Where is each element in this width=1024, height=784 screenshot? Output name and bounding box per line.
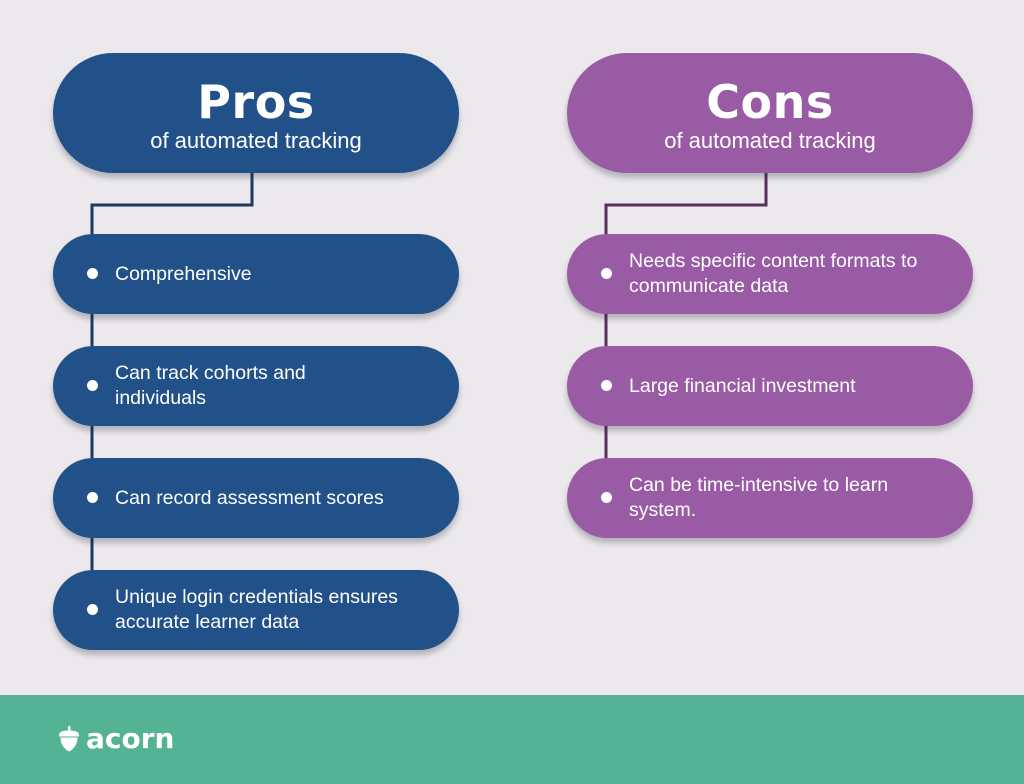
pros-item: Can track cohorts and individuals (53, 346, 459, 426)
bullet-icon (87, 604, 98, 615)
acorn-icon (59, 726, 79, 752)
cons-item-text: Large financial investment (629, 374, 856, 397)
cons-header: Cons of automated tracking (567, 53, 973, 173)
pros-item-text: Comprehensive (115, 262, 252, 285)
bullet-icon (601, 380, 612, 391)
cons-connector (604, 170, 768, 500)
bullet-icon (601, 492, 612, 503)
cons-item: Needs specific content formats to commun… (567, 234, 973, 314)
cons-title: Cons (706, 75, 834, 129)
cons-item-text: Can be time-intensive to learn system. (629, 474, 889, 521)
bullet-icon (87, 492, 98, 503)
cons-item: Can be time-intensive to learn system. (567, 458, 973, 538)
pros-item-text: Can record assessment scores (115, 486, 384, 509)
bullet-icon (87, 380, 98, 391)
cons-item: Large financial investment (567, 346, 973, 426)
pros-item: Can record assessment scores (53, 458, 459, 538)
bullet-icon (87, 268, 98, 279)
footer-bar (0, 695, 1024, 784)
pros-item: Unique login credentials ensures accurat… (53, 570, 459, 650)
pros-item-text: Can track cohorts and individuals (115, 362, 306, 409)
pros-item: Comprehensive (53, 234, 459, 314)
pros-item-text: Unique login credentials ensures accurat… (115, 586, 398, 633)
pros-subtitle: of automated tracking (150, 128, 362, 153)
acorn-logo: acorn (58, 721, 174, 757)
cons-subtitle: of automated tracking (664, 128, 876, 153)
cons-item-text: Needs specific content formats to commun… (629, 250, 918, 297)
logo-wordmark: acorn (86, 722, 175, 755)
pros-header: Pros of automated tracking (53, 53, 459, 173)
bullet-icon (601, 268, 612, 279)
pros-title: Pros (197, 75, 315, 129)
